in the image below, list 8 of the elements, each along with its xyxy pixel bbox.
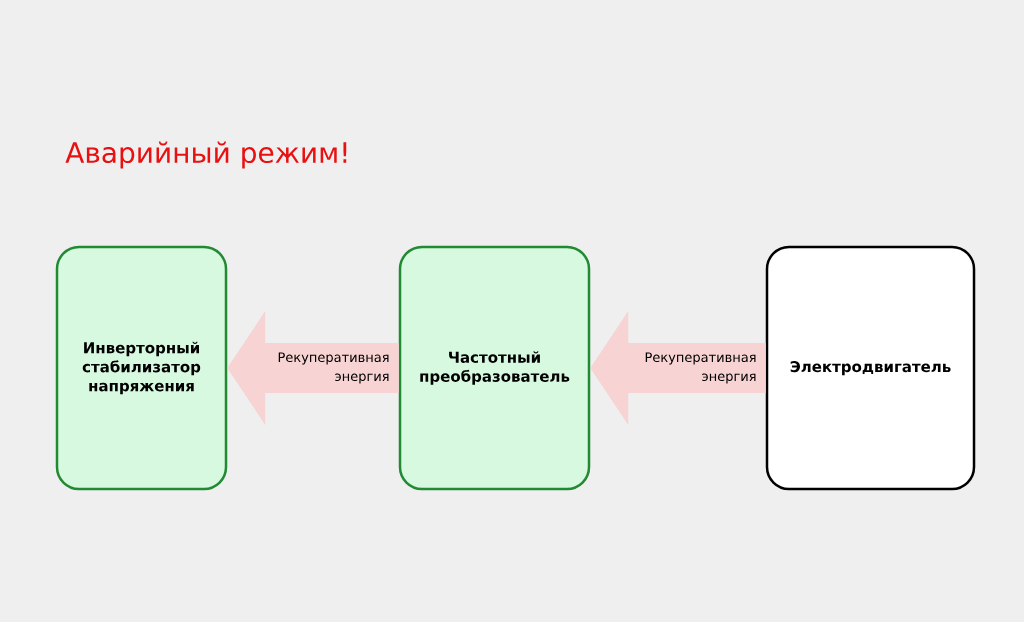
arrow — [227, 311, 399, 425]
edge-label: Рекуперативная энергия — [645, 352, 756, 384]
arrow — [590, 311, 766, 425]
warning-title: Аварийный режим! — [65, 141, 347, 169]
process-box: Частотный преобразователь — [398, 245, 591, 491]
edge-label: Рекуперативная энергия — [278, 352, 389, 384]
process-box: Электродвигатель — [765, 245, 976, 491]
process-box: Инверторный стабилизатор напряжения — [55, 245, 228, 491]
